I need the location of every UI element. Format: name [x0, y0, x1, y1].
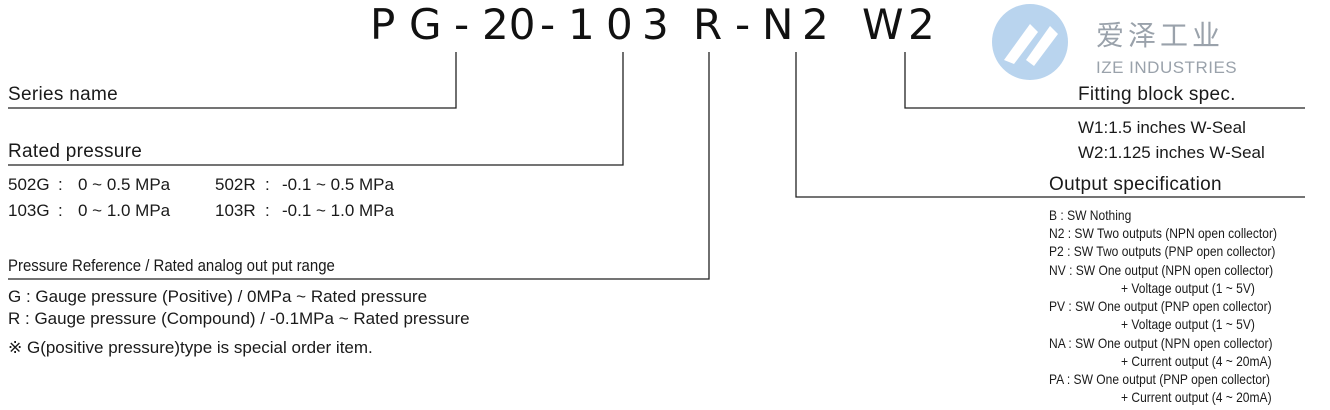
code-dash-1: - [454, 0, 470, 49]
rated-code: 502R [215, 175, 256, 194]
output-spec-heading: Output specification [1049, 174, 1222, 195]
code-char-3: 3 [642, 0, 669, 49]
code-dash-2: - [540, 0, 556, 49]
output-spec-connector [795, 52, 1305, 198]
output-spec-item: PA : SW One output (PNP open collector) [1049, 371, 1271, 387]
rated-code: 103R [215, 201, 256, 220]
rated-range: -0.1 ~ 0.5 MPa [282, 175, 394, 194]
ize-logo-icon [992, 4, 1068, 80]
output-spec-subitem: + Voltage output (1 ~ 5V) [1121, 316, 1255, 332]
output-spec-item: N2 : SW Two outputs (NPN open collector) [1049, 225, 1277, 241]
code-char-2b: 2 [908, 0, 935, 49]
output-spec-item: NA : SW One output (NPN open collector) [1049, 335, 1273, 351]
series-name-heading: Series name [8, 84, 118, 105]
ize-logo: 爱泽工业 IZE INDUSTRIES [990, 2, 1320, 82]
rated-separator: : [58, 175, 63, 194]
output-spec-item: NV : SW One output (NPN open collector) [1049, 262, 1274, 278]
code-char-0: 0 [606, 0, 633, 49]
output-spec-item: B : SW Nothing [1049, 207, 1132, 223]
rated-separator: : [58, 201, 63, 220]
rated-pressure-heading: Rated pressure [8, 141, 143, 162]
output-spec-subitem: + Current output (4 ~ 20mA) [1121, 389, 1272, 405]
rated-separator: : [265, 175, 270, 194]
code-char-g: G [409, 0, 442, 49]
rated-code: 502G [8, 175, 50, 194]
pressure-reference-line: R : Gauge pressure (Compound) / -0.1MPa … [8, 309, 470, 328]
output-spec-subitem: + Current output (4 ~ 20mA) [1121, 353, 1272, 369]
rated-separator: : [265, 201, 270, 220]
rated-pressure-row: 502G : 0 ~ 0.5 MPa 502R : -0.1 ~ 0.5 MPa [8, 175, 428, 197]
fitting-block-line: W1:1.5 inches W-Seal [1078, 118, 1246, 137]
rated-range: 0 ~ 1.0 MPa [78, 201, 171, 220]
code-char-r: R [693, 0, 723, 49]
rated-pressure-row: 103G : 0 ~ 1.0 MPa 103R : -0.1 ~ 1.0 MPa [8, 201, 428, 223]
output-spec-item: PV : SW One output (PNP open collector) [1049, 298, 1272, 314]
fitting-block-line: W2:1.125 inches W-Seal [1078, 143, 1265, 162]
pressure-reference-heading: Pressure Reference / Rated analog out pu… [8, 256, 335, 275]
fitting-block-connector [904, 52, 1305, 109]
code-char-w: W [862, 0, 904, 49]
rated-range: -0.1 ~ 1.0 MPa [282, 201, 394, 220]
code-dash-3: - [735, 0, 751, 49]
logo-chinese-name: 爱泽工业 [1096, 20, 1225, 51]
code-char-20: 20 [482, 0, 536, 49]
output-spec-item: P2 : SW Two outputs (PNP open collector) [1049, 243, 1276, 259]
logo-english-name: IZE INDUSTRIES [1096, 58, 1238, 77]
code-char-p: P [370, 0, 396, 49]
rated-code: 103G [8, 201, 50, 220]
code-char-1: 1 [568, 0, 595, 49]
pressure-reference-line: G : Gauge pressure (Positive) / 0MPa ~ R… [8, 287, 428, 306]
special-order-note: ※ G(positive pressure)type is special or… [8, 338, 373, 357]
pressure-reference-connector [8, 52, 710, 280]
output-spec-subitem: + Voltage output (1 ~ 5V) [1121, 280, 1255, 296]
code-char-n: N [762, 0, 794, 49]
rated-pressure-connector [8, 52, 624, 166]
rated-range: 0 ~ 0.5 MPa [78, 175, 171, 194]
fitting-block-heading: Fitting block spec. [1078, 84, 1236, 105]
code-char-2a: 2 [802, 0, 829, 49]
series-name-connector [8, 52, 457, 109]
